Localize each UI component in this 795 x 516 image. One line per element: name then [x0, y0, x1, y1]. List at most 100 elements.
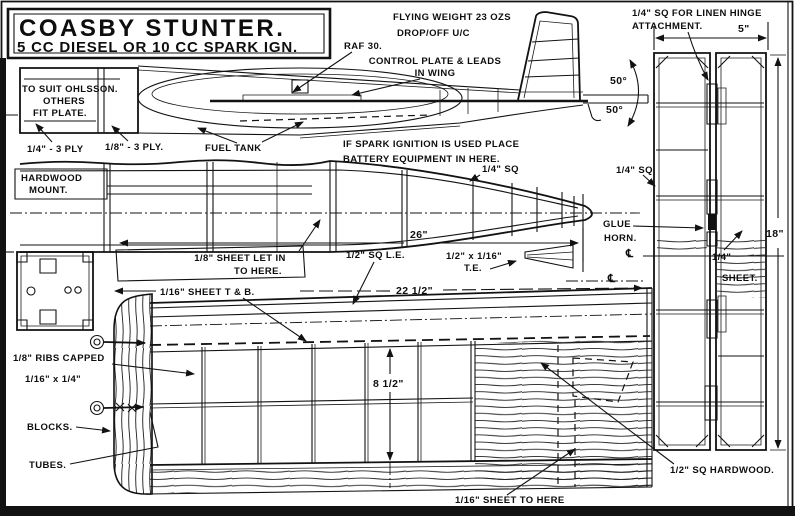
tailplane-ribs: [656, 103, 764, 406]
leader-raf30: [292, 52, 352, 93]
fuselage-side-view: TO SUIT OHLSSON. OTHERS FIT PLATE.: [20, 12, 648, 165]
leader-ply-eighth: [111, 125, 128, 141]
label-te-stock: 1/2" x 1/16": [446, 251, 502, 262]
leader-tubes: [70, 412, 158, 464]
label-engine-mount-2: OTHERS: [43, 96, 85, 107]
title-box: COASBY STUNTER. 5 CC DIESEL OR 10 CC SPA…: [8, 9, 330, 58]
wingtip-block: [114, 294, 152, 494]
elevator-side: [583, 59, 648, 127]
label-engine-mount-1: TO SUIT OHLSSON.: [22, 84, 118, 95]
plate-slot-top: [40, 259, 56, 273]
label-raf30: RAF 30.: [344, 41, 382, 52]
label-ribs-capped-1: 1/8" RIBS CAPPED: [13, 353, 105, 364]
engine-plate-detail: [17, 252, 93, 330]
plate-slot-bottom: [40, 310, 56, 324]
elevator-panel: [716, 53, 766, 450]
battery-area-dashed: [240, 115, 430, 121]
leader-fuel-tank: [197, 128, 237, 143]
label-sheet-let-in-1: 1/8" SHEET LET IN: [194, 253, 286, 264]
leader-quarter-sq-fuselage: [469, 173, 480, 182]
centerline-symbol-tailplane: ℄: [625, 248, 634, 260]
leader-control-plate: [351, 79, 420, 97]
label-control-plate-2: IN WING: [415, 68, 456, 79]
wing-plan-view: 1/16" SHEET T & B. 22 1/2" 8 1/2" 1/8" R…: [13, 284, 774, 506]
label-spark-ignition-2: BATTERY EQUIPMENT IN HERE.: [343, 154, 500, 165]
leader-quarter-sq-tail: [643, 175, 656, 187]
label-linen-hinge-2: ATTACHMENT.: [632, 21, 703, 32]
label-ply-eighth: 1/8" - 3 PLY.: [105, 142, 163, 153]
label-elevator-up-angle: 50°: [610, 75, 627, 87]
leader-ribs-capped: [112, 364, 195, 377]
label-horn: HORN.: [604, 233, 637, 244]
label-hardwood-2: MOUNT.: [29, 185, 68, 196]
label-sheet-to-here: 1/16" SHEET TO HERE: [455, 495, 565, 506]
label-linen-hinge-1: 1/4" SQ FOR LINEN HINGE: [632, 8, 762, 19]
leader-sheet-to-here: [507, 448, 576, 495]
label-half-sq-hardwood: 1/2" SQ HARDWOOD.: [670, 465, 774, 476]
fuselage-top-view: HARDWOOD MOUNT. 1/4" SQ 26" 1/8" SHEET L…: [10, 160, 640, 281]
stab-grain-patch: [657, 238, 707, 252]
leadout-guides: [91, 336, 146, 415]
leader-quarter-sheet: [724, 230, 743, 250]
tailplane-plan-view: 1/4" SQ FOR LINEN HINGE ATTACHMENT. 5": [616, 8, 786, 450]
leader-battery-area: [262, 122, 304, 142]
control-plate: [292, 80, 308, 93]
label-quarter-sheet-1: 1/4": [712, 252, 731, 263]
fin-outline: [518, 12, 583, 100]
leader-ply-quarter: [35, 123, 52, 142]
sheet-let-in-banner: [116, 246, 305, 281]
plan-title: COASBY STUNTER.: [19, 15, 285, 42]
dim-tailplane-span: 18": [766, 228, 784, 240]
label-te: T.E.: [464, 263, 482, 274]
leader-glue-horn: [633, 224, 704, 232]
label-quarter-sq-tail: 1/4" SQ: [616, 165, 653, 176]
label-blocks: BLOCKS.: [27, 422, 73, 433]
plate-hole-mid: [65, 287, 71, 293]
leader-te: [490, 260, 517, 269]
elevator-horn-side: [588, 104, 601, 121]
leader-half-sq-hardwood: [540, 362, 674, 464]
label-tubes: TUBES.: [29, 460, 66, 471]
centre-sheeting-grain: [475, 335, 652, 487]
fuselage-formers: [104, 161, 583, 262]
leader-sheet-top-bottom: [243, 298, 307, 342]
leader-blocks: [76, 427, 111, 434]
label-fuel-tank: FUEL TANK: [205, 143, 262, 154]
label-ply-quarter: 1/4" - 3 PLY: [27, 144, 84, 155]
bellcrank-mount-dashed: [573, 358, 633, 402]
dim-wing-panel: 22 1/2": [396, 285, 433, 297]
wing-ellipse-inner: [152, 74, 448, 114]
label-elevator-down-angle: 50°: [606, 104, 623, 116]
plan-subtitle: 5 CC DIESEL OR 10 CC SPARK IGN.: [17, 39, 298, 56]
plate-hole-right: [75, 287, 81, 293]
label-control-plate-1: CONTROL PLATE & LEADS: [369, 56, 502, 67]
label-drop-off-uc: DROP/OFF U/C: [397, 28, 470, 39]
dim-wing-chord: 8 1/2": [373, 378, 404, 390]
label-sheet-let-in-2: TO HERE.: [234, 266, 282, 277]
label-hardwood-1: HARDWOOD: [21, 173, 82, 184]
te-section-sketch: [525, 245, 573, 268]
elevator-horn-plan: [708, 214, 716, 230]
label-le-sq: 1/2" SQ L.E.: [346, 250, 405, 261]
label-sheet-top-bottom: 1/16" SHEET T & B.: [160, 287, 255, 298]
centerline-symbol-elevator: ℄: [607, 273, 616, 285]
label-quarter-sq-fuselage: 1/4" SQ: [482, 164, 519, 175]
label-spark-ignition-1: IF SPARK IGNITION IS USED PLACE: [343, 139, 519, 150]
hardwood-mount-box: [15, 169, 107, 199]
stabilizer-panel: [654, 53, 710, 450]
label-ribs-capped-2: 1/16" x 1/4": [25, 374, 81, 385]
leadout-wire-dashed: [150, 336, 650, 345]
leader-sheet-let-in: [299, 219, 321, 251]
label-quarter-sheet-2: SHEET.: [722, 273, 758, 284]
label-flying-weight: FLYING WEIGHT 23 OZS: [393, 12, 511, 23]
plate-hole-left: [27, 287, 35, 295]
dim-tailplane-chord: 5": [738, 23, 750, 35]
spar-stock-notes: 1/2" SQ L.E. 1/2" x 1/16" T.E. GLUE HORN…: [346, 219, 784, 305]
label-engine-mount-3: FIT PLATE.: [33, 108, 87, 119]
elevator-grain-patch: [717, 240, 765, 298]
label-glue: GLUE: [603, 219, 631, 230]
corner-gussets: [656, 56, 764, 447]
